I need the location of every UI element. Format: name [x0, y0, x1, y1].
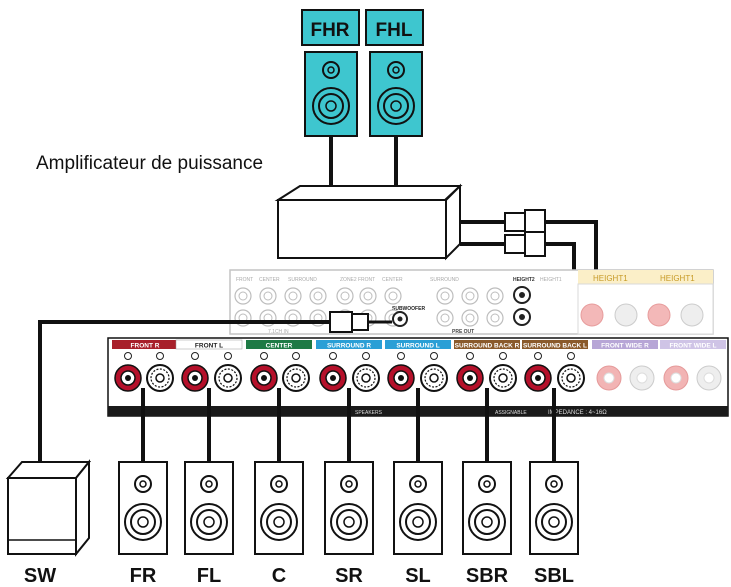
channel-tab-6: SURROUND BACK L	[522, 340, 588, 350]
channel-tab-label: FRONT R	[131, 343, 160, 350]
channel-tab-label: SURROUND BACK R	[455, 343, 520, 350]
label-c: C	[272, 565, 286, 587]
fhl-label: FHL	[376, 20, 413, 41]
channel-tab-label: SURROUND R	[327, 343, 371, 350]
label-sr: SR	[335, 565, 363, 587]
bp-surround2: SURROUND	[430, 277, 459, 283]
channel-tab-5: SURROUND BACK R	[454, 340, 520, 350]
bp-preout: PRE OUT	[452, 329, 474, 335]
terminal-pair-3	[319, 352, 380, 392]
speaker-terminal-panel: SPEAKERS ASSIGNABLE IMPEDANCE : 4~16Ω FR…	[107, 337, 729, 417]
rca-plug-upper	[504, 209, 546, 235]
label-sbl: SBL	[534, 565, 574, 587]
rca-plug-subwoofer	[329, 311, 392, 333]
receiver-back-panel: FRONT CENTER SURROUND ZONE2 FRONT CENTER…	[229, 269, 714, 335]
power-amplifier	[274, 183, 463, 261]
terminal-pair-4	[387, 352, 448, 392]
subwoofer	[5, 459, 92, 557]
channel-tab-label: SURROUND L	[396, 343, 439, 350]
speaker-5	[462, 461, 512, 555]
terminal-pair-0	[114, 352, 174, 392]
speaker-1	[184, 461, 234, 555]
channel-tab-label: CENTER	[266, 343, 293, 350]
amplifier-label: Amplificateur de puissance	[36, 153, 264, 174]
speaker-0	[118, 461, 168, 555]
bp-zone2: ZONE2	[340, 277, 357, 283]
label-fl: FL	[197, 565, 221, 587]
channel-tab-3: SURROUND R	[316, 340, 382, 350]
channel-tab-4: SURROUND L	[385, 340, 451, 350]
channel-tab-1: FRONT L	[175, 339, 243, 350]
label-sl: SL	[405, 565, 431, 587]
speaker-fhl: FHL	[365, 9, 424, 137]
channel-tab-0: FRONT R	[112, 340, 178, 350]
bp-height1: HEIGHT1	[540, 277, 562, 283]
channel-tab-label: FRONT WIDE L	[670, 343, 717, 350]
fhr-label: FHR	[310, 20, 349, 41]
channel-tab-2: CENTER	[246, 340, 312, 350]
label-sw: SW	[24, 565, 56, 587]
channel-tab-label: FRONT L	[195, 343, 223, 350]
panel-speakers: SPEAKERS	[355, 410, 383, 416]
channel-tab-label: SURROUND BACK L	[523, 343, 587, 350]
terminal-pair-5	[456, 352, 517, 392]
fhr-badge	[301, 9, 360, 46]
terminal-pair-6	[524, 352, 585, 392]
bp-front: FRONT	[236, 277, 253, 283]
bp-surround: SURROUND	[288, 277, 317, 283]
speaker-fhr: FHR	[301, 9, 360, 137]
panel-impedance: IMPEDANCE : 4~16Ω	[548, 410, 607, 416]
fhl-badge	[365, 9, 424, 46]
speaker-6	[529, 461, 579, 555]
terminal-pair-1	[181, 352, 242, 392]
speaker-3	[324, 461, 374, 555]
label-sbr: SBR	[466, 565, 509, 587]
channel-tab-7: FRONT WIDE R	[592, 340, 658, 350]
bp-height1-tab2: HEIGHT1	[660, 274, 695, 283]
channel-tab-8: FRONT WIDE L	[660, 340, 726, 350]
bp-height1-tab: HEIGHT1	[593, 274, 628, 283]
channel-tab-label: FRONT WIDE R	[601, 343, 649, 350]
panel-assignable: ASSIGNABLE	[495, 410, 527, 416]
bp-subwoofer: SUBWOOFER	[392, 306, 425, 312]
label-fr: FR	[130, 565, 157, 587]
bp-center: CENTER	[259, 277, 280, 283]
speaker-4	[393, 461, 443, 555]
speaker-2	[254, 461, 304, 555]
bp-height2: HEIGHT2	[513, 277, 535, 283]
bp-front2: FRONT	[358, 277, 375, 283]
bp-71ch: 7.1CH IN	[268, 329, 289, 335]
bp-center2: CENTER	[382, 277, 403, 283]
terminal-pair-2	[250, 352, 310, 392]
rca-plug-lower	[504, 231, 546, 257]
